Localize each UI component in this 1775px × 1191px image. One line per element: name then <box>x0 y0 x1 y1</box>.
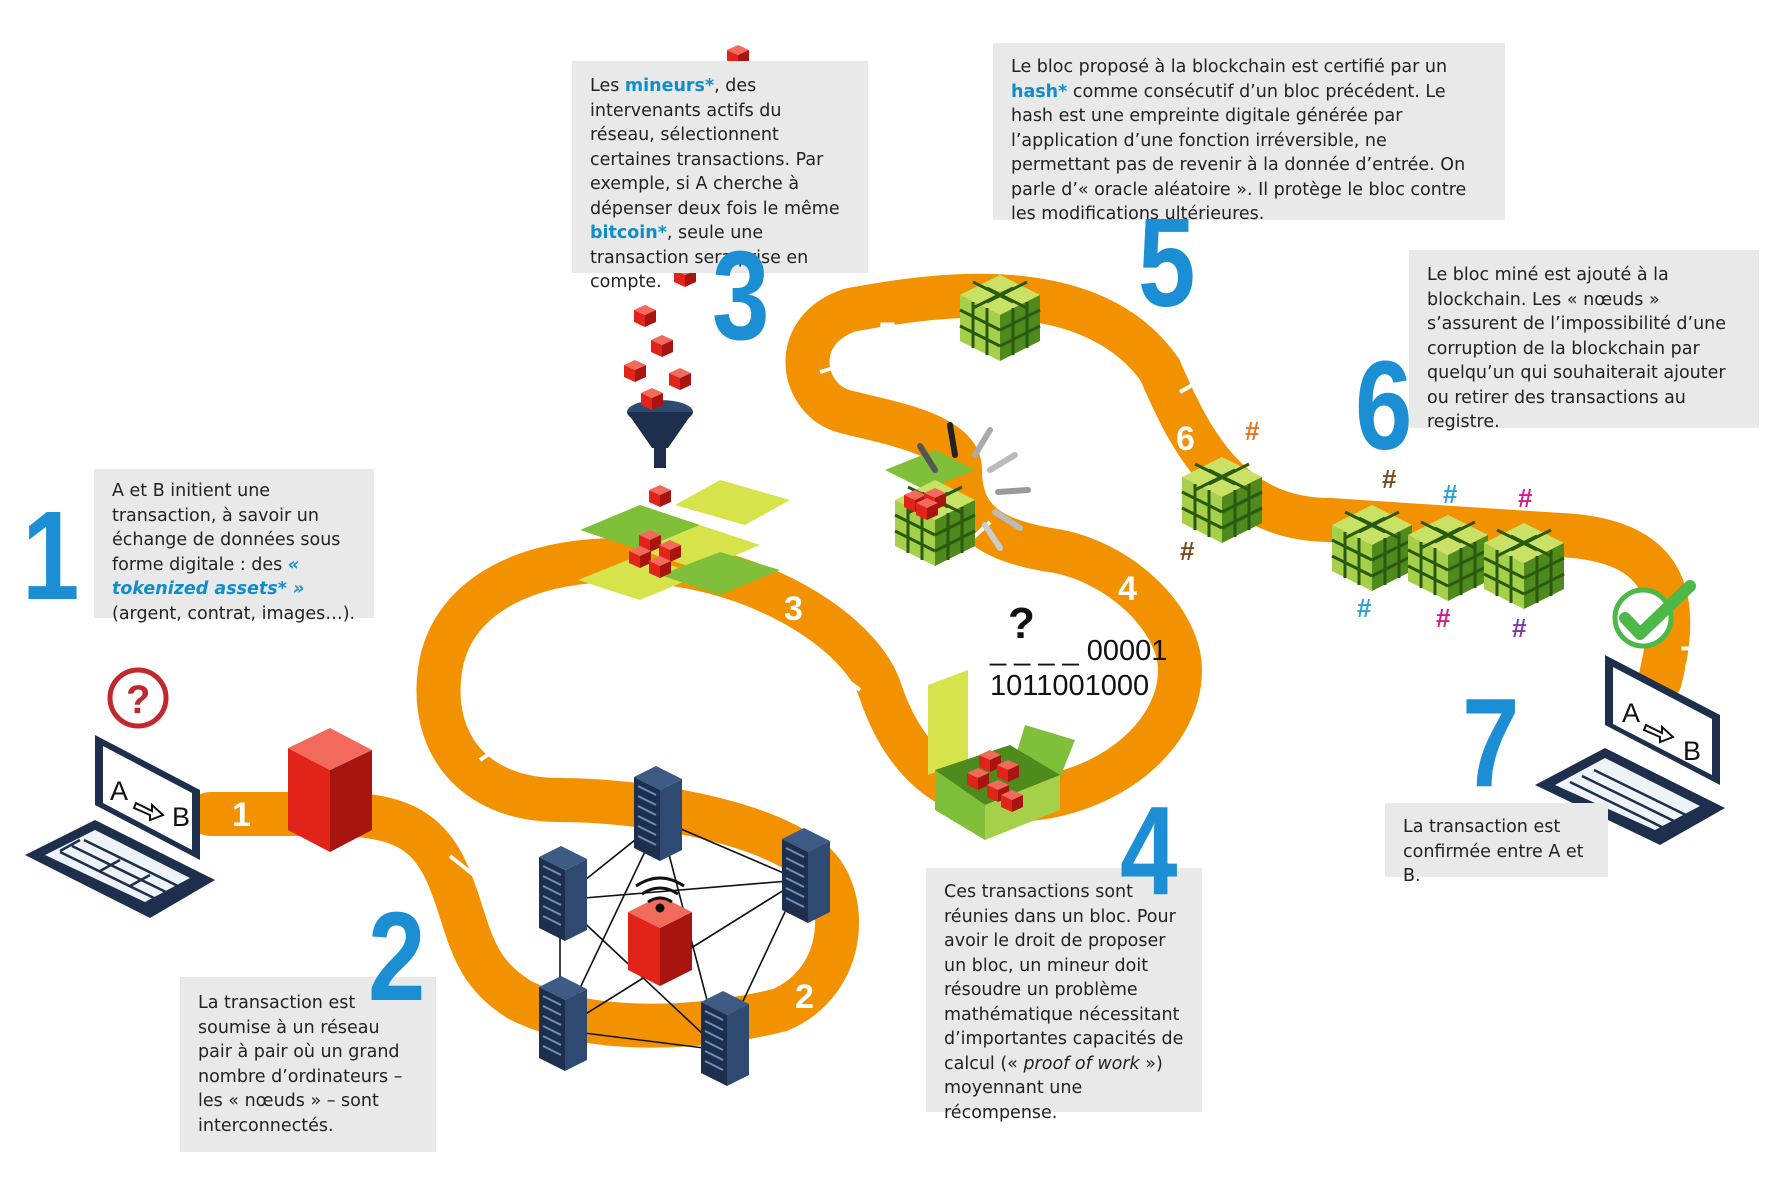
step-number-3: 3 <box>712 225 770 366</box>
step-1-text: A et B initient une transaction, à savoi… <box>112 481 356 624</box>
hash-icons: # # # # # # # # <box>1180 416 1533 643</box>
step-3-box: Les mineurs*, des intervenants actifs du… <box>572 61 868 292</box>
path-label-7: 7 <box>1680 640 1699 678</box>
step-4-box: Ces transactions sont réunies dans un bl… <box>926 868 1202 1123</box>
hash-icon: # <box>1518 483 1533 513</box>
server-icon <box>781 827 831 924</box>
path-label-4: 4 <box>1118 570 1137 608</box>
path-label-2: 2 <box>795 978 814 1016</box>
step-1-box: A et B initient une transaction, à savoi… <box>94 469 374 624</box>
arrow-icon <box>132 801 165 822</box>
red-cube-icon <box>634 305 656 327</box>
hash-icon: # <box>1436 603 1451 633</box>
step-number-2: 2 <box>368 886 426 1027</box>
hash-icon: # <box>1245 416 1260 446</box>
server-icon <box>538 845 588 942</box>
hash-icon: # <box>1382 464 1397 494</box>
selection-grid <box>578 480 790 600</box>
hash-icon: # <box>1180 536 1195 566</box>
step-number-7: 7 <box>1462 672 1520 813</box>
red-cube-icon <box>624 360 646 382</box>
laptop-icon: A B <box>25 735 215 918</box>
wifi-icon <box>635 876 685 913</box>
green-block-icon <box>885 450 977 568</box>
step-number-4: 4 <box>1120 780 1178 921</box>
checkmark-icon <box>1612 580 1696 649</box>
step-4-text: Ces transactions sont réunies dans un bl… <box>944 882 1184 1123</box>
mining-code-line-1: _ _ _ _ 00001 <box>989 635 1167 667</box>
server-icon <box>538 975 588 1072</box>
laptop-icon: A B <box>1535 655 1725 845</box>
laptop-label-b: B <box>172 802 190 832</box>
laptop-label-a: A <box>110 776 128 806</box>
server-icon <box>633 765 683 862</box>
step-2-text: La transaction est soumise à un réseau p… <box>198 993 403 1136</box>
red-cube-icon <box>649 485 671 507</box>
step-number-6: 6 <box>1355 335 1413 476</box>
path-label-3: 3 <box>784 590 803 628</box>
question-badge-icon: ? <box>107 667 169 729</box>
hash-icon: # <box>1512 613 1527 643</box>
hash-icon: # <box>1357 593 1372 623</box>
step-5-text: Le bloc proposé à la blockchain est cert… <box>1011 57 1467 224</box>
funnel-icon <box>627 400 693 468</box>
step-7-box: La transaction est confirmée entre A et … <box>1385 803 1608 886</box>
mining-question: ? <box>1008 599 1035 648</box>
red-cube-icon <box>651 335 673 357</box>
peer-network <box>538 765 831 1087</box>
path-label-6: 6 <box>1176 420 1195 458</box>
laptop-label-b: B <box>1683 736 1701 766</box>
arrow-icon <box>1642 723 1675 744</box>
path-label-5: 5 <box>878 316 897 354</box>
burst-lines <box>917 422 1031 551</box>
laptop-label-a: A <box>1622 698 1640 728</box>
red-cube-icon <box>628 896 692 986</box>
question-mark: ? <box>126 678 150 722</box>
hash-icon: # <box>1443 479 1458 509</box>
step-6-box: Le bloc miné est ajouté à la blockchain.… <box>1409 250 1759 432</box>
server-icon <box>700 990 750 1087</box>
step-number-1: 1 <box>22 485 80 626</box>
mining-code-line-2: 1011001000 <box>990 670 1149 702</box>
step-3-text: Les mineurs*, des intervenants actifs du… <box>590 76 840 292</box>
block-box <box>928 670 1075 840</box>
step-6-text: Le bloc miné est ajouté à la blockchain.… <box>1427 265 1727 432</box>
red-cube-icon <box>669 368 691 390</box>
red-cube-icon <box>288 728 372 852</box>
path-label-1: 1 <box>232 796 251 834</box>
step-number-5: 5 <box>1138 192 1196 333</box>
step-2-box: La transaction est soumise à un réseau p… <box>180 977 436 1152</box>
step-7-text: La transaction est confirmée entre A et … <box>1403 817 1584 886</box>
step-5-box: Le bloc proposé à la blockchain est cert… <box>993 43 1505 224</box>
